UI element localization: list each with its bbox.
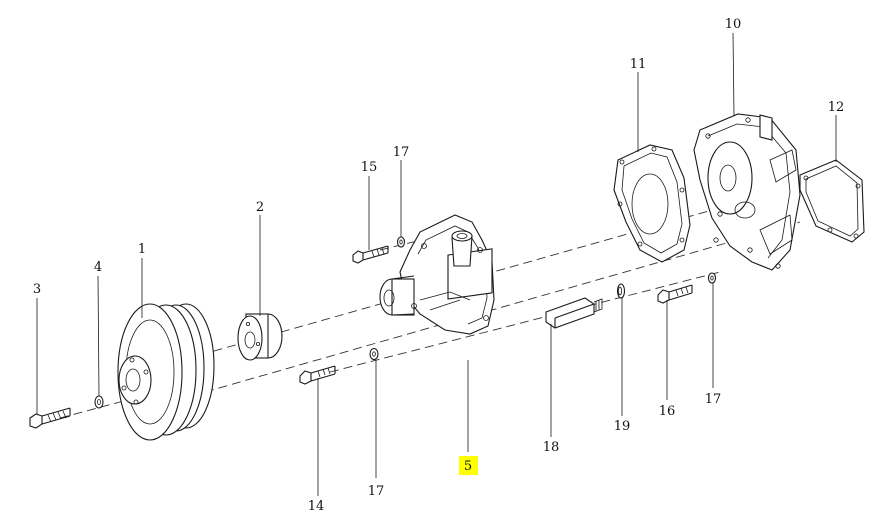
water-pump-5 (379, 214, 495, 335)
pulley-1 (117, 303, 215, 441)
callout-19[interactable]: 19 (614, 419, 631, 434)
sleeve-18 (545, 297, 603, 329)
callout-11[interactable]: 11 (630, 57, 647, 72)
callout-3[interactable]: 3 (33, 282, 41, 297)
callout-10[interactable]: 10 (725, 17, 742, 32)
callout-15[interactable]: 15 (361, 160, 378, 175)
washer-17-lower (369, 347, 379, 361)
callout-18[interactable]: 18 (543, 440, 560, 455)
gasket-12 (799, 159, 865, 243)
callout-2[interactable]: 2 (256, 200, 264, 215)
callout-4[interactable]: 4 (94, 260, 102, 275)
callout-12[interactable]: 12 (828, 100, 845, 115)
callout-17-upper[interactable]: 17 (393, 145, 410, 160)
axis-middle (204, 221, 801, 393)
leader-4 (97, 275, 100, 397)
washer-4 (94, 395, 104, 409)
bolt-14 (299, 365, 336, 385)
callout-17-lower[interactable]: 17 (368, 484, 385, 499)
callout-labels: 3 4 1 2 15 17 14 17 5 18 19 16 17 11 10 … (33, 17, 844, 514)
callout-17-right[interactable]: 17 (705, 392, 722, 407)
axis-upper (199, 187, 791, 356)
hub-2 (237, 313, 283, 361)
gasket-11 (613, 144, 691, 263)
callout-5-highlight (459, 456, 478, 475)
callout-1[interactable]: 1 (138, 242, 146, 257)
callout-16[interactable]: 16 (659, 404, 676, 419)
bolt-16 (657, 284, 693, 304)
washer-17-right (707, 272, 717, 284)
leader-10 (732, 32, 735, 117)
washer-17-upper (396, 236, 406, 248)
bolt-15 (352, 245, 389, 264)
housing-10 (693, 113, 801, 271)
o-ring-19 (616, 283, 626, 299)
callout-5[interactable]: 5 (464, 459, 472, 474)
axis-lower (329, 271, 721, 373)
bolt-3 (29, 407, 71, 429)
leader-lines (36, 32, 837, 496)
callout-14[interactable]: 14 (308, 499, 325, 514)
